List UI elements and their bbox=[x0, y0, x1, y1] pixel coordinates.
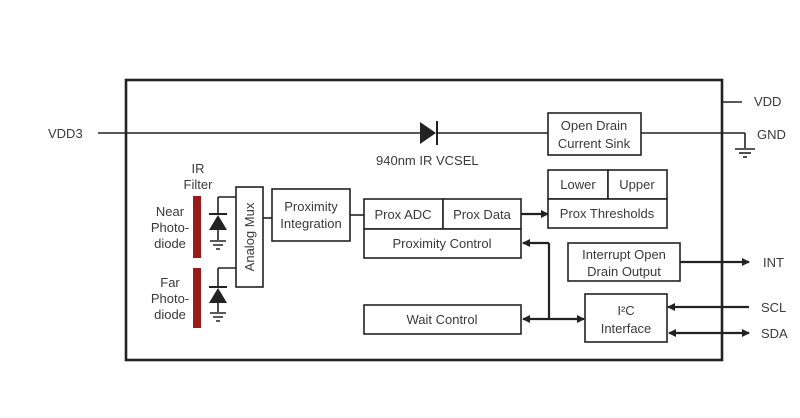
prox-thresholds-label: Prox Thresholds bbox=[560, 206, 655, 221]
near-photodiode-icon bbox=[209, 196, 236, 250]
chip-outline bbox=[124, 78, 724, 362]
lower-threshold-label: Lower bbox=[560, 177, 596, 192]
far-photodiode-icon bbox=[209, 267, 236, 322]
interrupt-label-2: Drain Output bbox=[587, 264, 661, 279]
near-photodiode-label-2: Photo- bbox=[151, 220, 189, 235]
far-photodiode-label-2: Photo- bbox=[151, 291, 189, 306]
pin-gnd-label: GND bbox=[757, 127, 786, 142]
wait-control-label: Wait Control bbox=[406, 312, 477, 327]
wait-control-block bbox=[363, 304, 522, 335]
lower-threshold-block bbox=[547, 169, 609, 200]
pin-vdd3-label: VDD3 bbox=[48, 126, 83, 141]
vcsel-label: 940nm IR VCSEL bbox=[376, 153, 479, 168]
interrupt-open-drain-output-block bbox=[567, 242, 681, 282]
far-photodiode-label-3: diode bbox=[154, 307, 186, 322]
ir-filter-label-2: Filter bbox=[184, 177, 214, 192]
analog-mux-label: Analog Mux bbox=[242, 202, 257, 271]
prox-thresholds-block bbox=[547, 198, 668, 229]
interrupt-label-1: Interrupt Open bbox=[582, 247, 666, 262]
i2c-interface-block bbox=[584, 293, 668, 343]
ground-icon bbox=[735, 148, 755, 158]
i2c-label-1: I²C bbox=[617, 303, 634, 318]
open-drain-label-1: Open Drain bbox=[561, 118, 627, 133]
near-photodiode-label-3: diode bbox=[154, 236, 186, 251]
proximity-control-block bbox=[363, 228, 522, 259]
prox-adc-block bbox=[363, 198, 444, 230]
proximity-control-label: Proximity Control bbox=[393, 236, 492, 251]
upper-threshold-label: Upper bbox=[619, 177, 655, 192]
prox-adc-label: Prox ADC bbox=[374, 207, 431, 222]
proximity-integration-block bbox=[271, 188, 351, 242]
far-photodiode-label-1: Far bbox=[160, 275, 180, 290]
pin-vdd-label: VDD bbox=[754, 94, 781, 109]
open-drain-current-sink-block bbox=[547, 112, 642, 156]
analog-mux-block bbox=[235, 186, 264, 288]
ir-filter-label-1: IR bbox=[192, 161, 205, 176]
open-drain-label-2: Current Sink bbox=[558, 136, 631, 151]
pin-int-label: INT bbox=[763, 255, 784, 270]
pin-sda-label: SDA bbox=[761, 326, 788, 341]
ir-filter-far bbox=[193, 268, 201, 328]
vcsel-diode-icon bbox=[420, 121, 438, 145]
pin-scl-label: SCL bbox=[761, 300, 786, 315]
near-photodiode-label-1: Near bbox=[156, 204, 185, 219]
ir-filter-near bbox=[193, 196, 201, 258]
prox-data-label: Prox Data bbox=[453, 207, 512, 222]
proximity-integration-label-1: Proximity bbox=[284, 199, 338, 214]
proximity-integration-label-2: Integration bbox=[280, 216, 341, 231]
i2c-label-2: Interface bbox=[601, 321, 652, 336]
